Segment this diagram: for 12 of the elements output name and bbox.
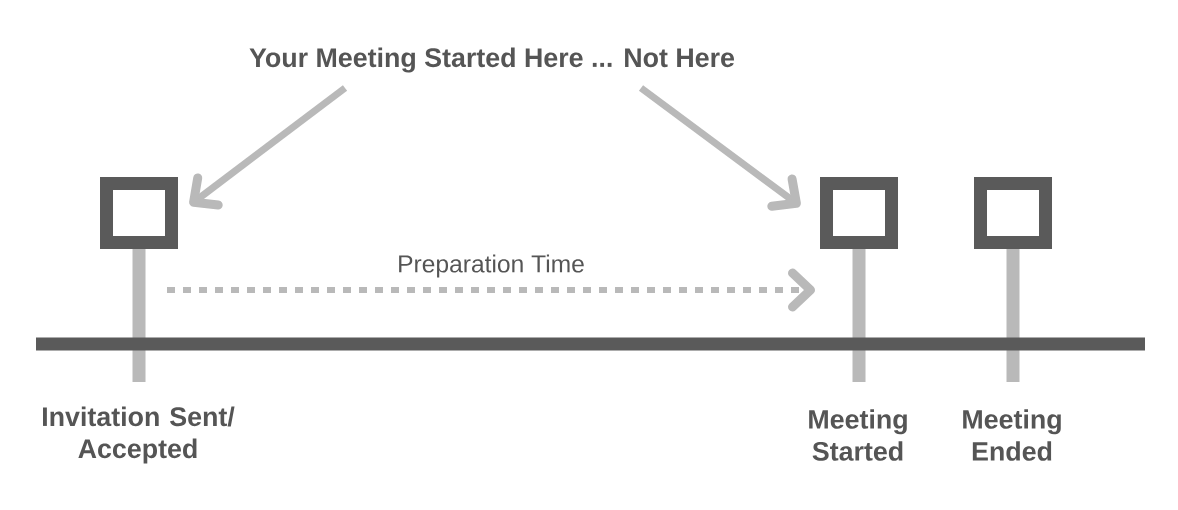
milestone-marker bbox=[100, 177, 178, 382]
milestone-marker bbox=[974, 177, 1052, 382]
milestone-marker bbox=[820, 177, 898, 382]
arrow bbox=[638, 85, 801, 211]
dotted-arrow bbox=[167, 268, 815, 312]
milestone-label: Invitation Sent/ Accepted bbox=[43, 406, 235, 464]
milestone-label: Meeting Started bbox=[809, 409, 907, 461]
edge-label: Preparation Time bbox=[395, 252, 587, 280]
timeline-bar bbox=[36, 337, 1145, 351]
arrow bbox=[189, 85, 348, 210]
annotation-text: Your Meeting Started Here ... Not Here bbox=[249, 47, 735, 73]
milestone-label: Meeting Ended bbox=[963, 409, 1061, 461]
